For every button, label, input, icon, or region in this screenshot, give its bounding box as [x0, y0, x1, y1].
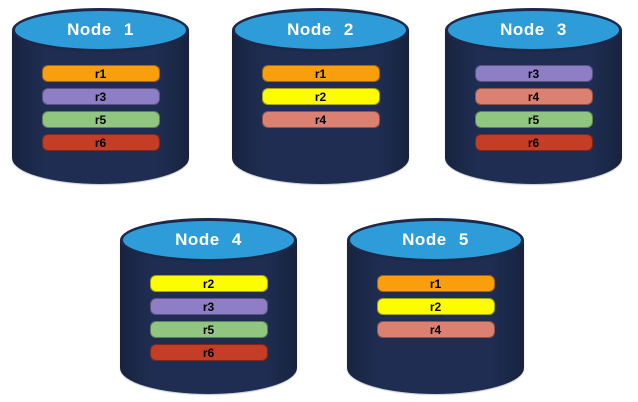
- node-5-title: Node 5: [402, 230, 469, 249]
- node-2-cylinder-body: [232, 30, 409, 184]
- replica-bar-r3: r3: [149, 298, 268, 315]
- replica-bar-r5: r5: [41, 111, 160, 128]
- node-5-cylinder-top: Node 5: [347, 218, 524, 262]
- node-1-replica-list: r1 r3 r5 r6: [12, 65, 189, 151]
- node-1-cylinder: Node 1 r1 r3 r5 r6: [12, 8, 189, 186]
- node-5-cylinder: Node 5 r1 r2 r4: [347, 218, 524, 396]
- replica-bar-r3: r3: [41, 88, 160, 105]
- node-3-cylinder-body: [445, 30, 622, 184]
- replica-bar-r6: r6: [149, 344, 268, 361]
- node-4-cylinder-top: Node 4: [120, 218, 297, 262]
- node-3-replica-list: r3 r4 r5 r6: [445, 65, 622, 151]
- replica-bar-r1: r1: [41, 65, 160, 82]
- node-4-title: Node 4: [175, 230, 242, 249]
- replica-bar-r4: r4: [376, 321, 495, 338]
- node-1-title: Node 1: [67, 20, 134, 39]
- node-5-replica-list: r1 r2 r4: [347, 275, 524, 338]
- node-2-replica-list: r1 r2 r4: [232, 65, 409, 128]
- node-5-cylinder-body: [347, 240, 524, 394]
- node-3-title: Node 3: [500, 20, 567, 39]
- node-4-cylinder: Node 4 r2 r3 r5 r6: [120, 218, 297, 396]
- node-4-cylinder-body: [120, 240, 297, 394]
- replica-bar-r1: r1: [376, 275, 495, 292]
- node-2-cylinder: Node 2 r1 r2 r4: [232, 8, 409, 186]
- replica-bar-r4: r4: [261, 111, 380, 128]
- replica-bar-r2: r2: [376, 298, 495, 315]
- node-3-cylinder-top: Node 3: [445, 8, 622, 52]
- replica-bar-r1: r1: [261, 65, 380, 82]
- node-1-cylinder-top: Node 1: [12, 8, 189, 52]
- replica-bar-r3: r3: [474, 65, 593, 82]
- replica-bar-r5: r5: [149, 321, 268, 338]
- replica-bar-r2: r2: [261, 88, 380, 105]
- replica-bar-r4: r4: [474, 88, 593, 105]
- node-2-title: Node 2: [287, 20, 354, 39]
- node-3-cylinder: Node 3 r3 r4 r5 r6: [445, 8, 622, 186]
- replica-bar-r5: r5: [474, 111, 593, 128]
- node-1-cylinder-body: [12, 30, 189, 184]
- node-4-replica-list: r2 r3 r5 r6: [120, 275, 297, 361]
- replica-bar-r2: r2: [149, 275, 268, 292]
- replica-bar-r6: r6: [474, 134, 593, 151]
- replica-bar-r6: r6: [41, 134, 160, 151]
- node-2-cylinder-top: Node 2: [232, 8, 409, 52]
